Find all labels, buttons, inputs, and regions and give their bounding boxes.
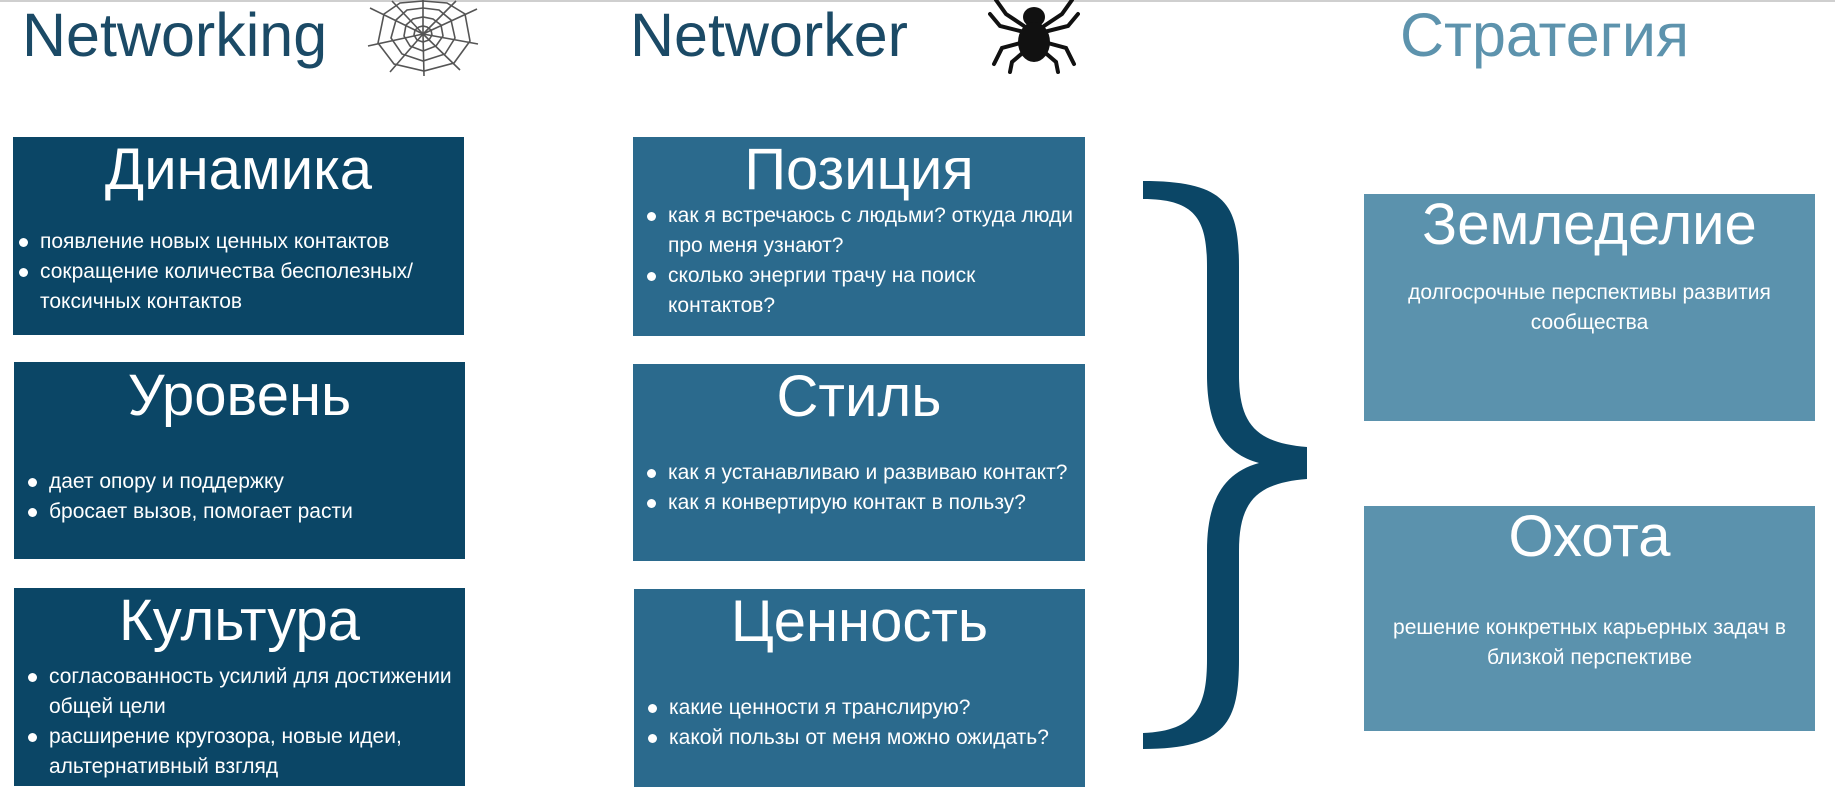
spider-icon <box>988 0 1080 74</box>
list-item: дает опору и поддержку <box>28 467 465 497</box>
bullet-list: как я устанавливаю и развиваю контакт? к… <box>633 458 1085 518</box>
card-title: Уровень <box>127 363 352 428</box>
list-item: бросает вызов, помогает расти <box>28 497 465 527</box>
bullet-list: как я встречаюсь с людьми? откуда люди п… <box>633 201 1085 321</box>
card-title: Охота <box>1508 506 1671 569</box>
list-item: сокращение количества бесполезных/токсич… <box>19 257 464 317</box>
card-dynamics: Динамика появление новых ценных контакто… <box>13 137 464 335</box>
list-item: появление новых ценных контактов <box>19 227 464 257</box>
card-title: Культура <box>118 588 361 653</box>
card-description: решение конкретных карьерных задач в бли… <box>1393 616 1786 669</box>
list-item: расширение кругозора, новые идеи, альтер… <box>28 722 465 782</box>
list-item: как я устанавливаю и развиваю контакт? <box>647 458 1085 488</box>
card-level: Уровень дает опору и поддержку бросает в… <box>14 362 465 559</box>
list-item: как я конвертирую контакт в пользу? <box>647 488 1085 518</box>
card-farming: Земледелие долгосрочные перспективы разв… <box>1364 194 1815 421</box>
list-item: какие ценности я транслирую? <box>648 693 1085 723</box>
strategy-heading: Стратегия <box>1400 1 1690 69</box>
card-value: Ценность какие ценности я транслирую? ка… <box>634 589 1085 787</box>
list-item: как я встречаюсь с людьми? откуда люди п… <box>647 201 1085 261</box>
card-title: Земледелие <box>1422 194 1757 257</box>
list-item: согласованность усилий для достижении об… <box>28 662 465 722</box>
bullet-list: согласованность усилий для достижении об… <box>14 662 465 782</box>
card-culture: Культура согласованность усилий для дост… <box>14 588 465 786</box>
networker-heading: Networker <box>630 1 908 69</box>
bullet-list: какие ценности я транслирую? какой польз… <box>634 693 1085 753</box>
card-title: Позиция <box>744 137 974 202</box>
card-title: Стиль <box>776 364 942 429</box>
list-item: сколько энергии трачу на поиск контактов… <box>647 261 1085 321</box>
list-item: какой пользы от меня можно ожидать? <box>648 723 1085 753</box>
networking-heading: Networking <box>22 1 328 69</box>
top-divider <box>0 0 1835 2</box>
card-description: долгосрочные перспективы развития сообще… <box>1408 281 1771 334</box>
curly-brace-connector <box>1143 181 1307 749</box>
spider-web-icon <box>367 0 479 77</box>
card-style: Стиль как я устанавливаю и развиваю конт… <box>633 364 1085 561</box>
card-hunting: Охота решение конкретных карьерных задач… <box>1364 506 1815 731</box>
card-position: Позиция как я встречаюсь с людьми? откуд… <box>633 137 1085 336</box>
bullet-list: дает опору и поддержку бросает вызов, по… <box>14 467 465 527</box>
card-title: Динамика <box>104 137 373 202</box>
card-title: Ценность <box>730 589 989 654</box>
bullet-list: появление новых ценных контактов сокраще… <box>13 227 464 317</box>
